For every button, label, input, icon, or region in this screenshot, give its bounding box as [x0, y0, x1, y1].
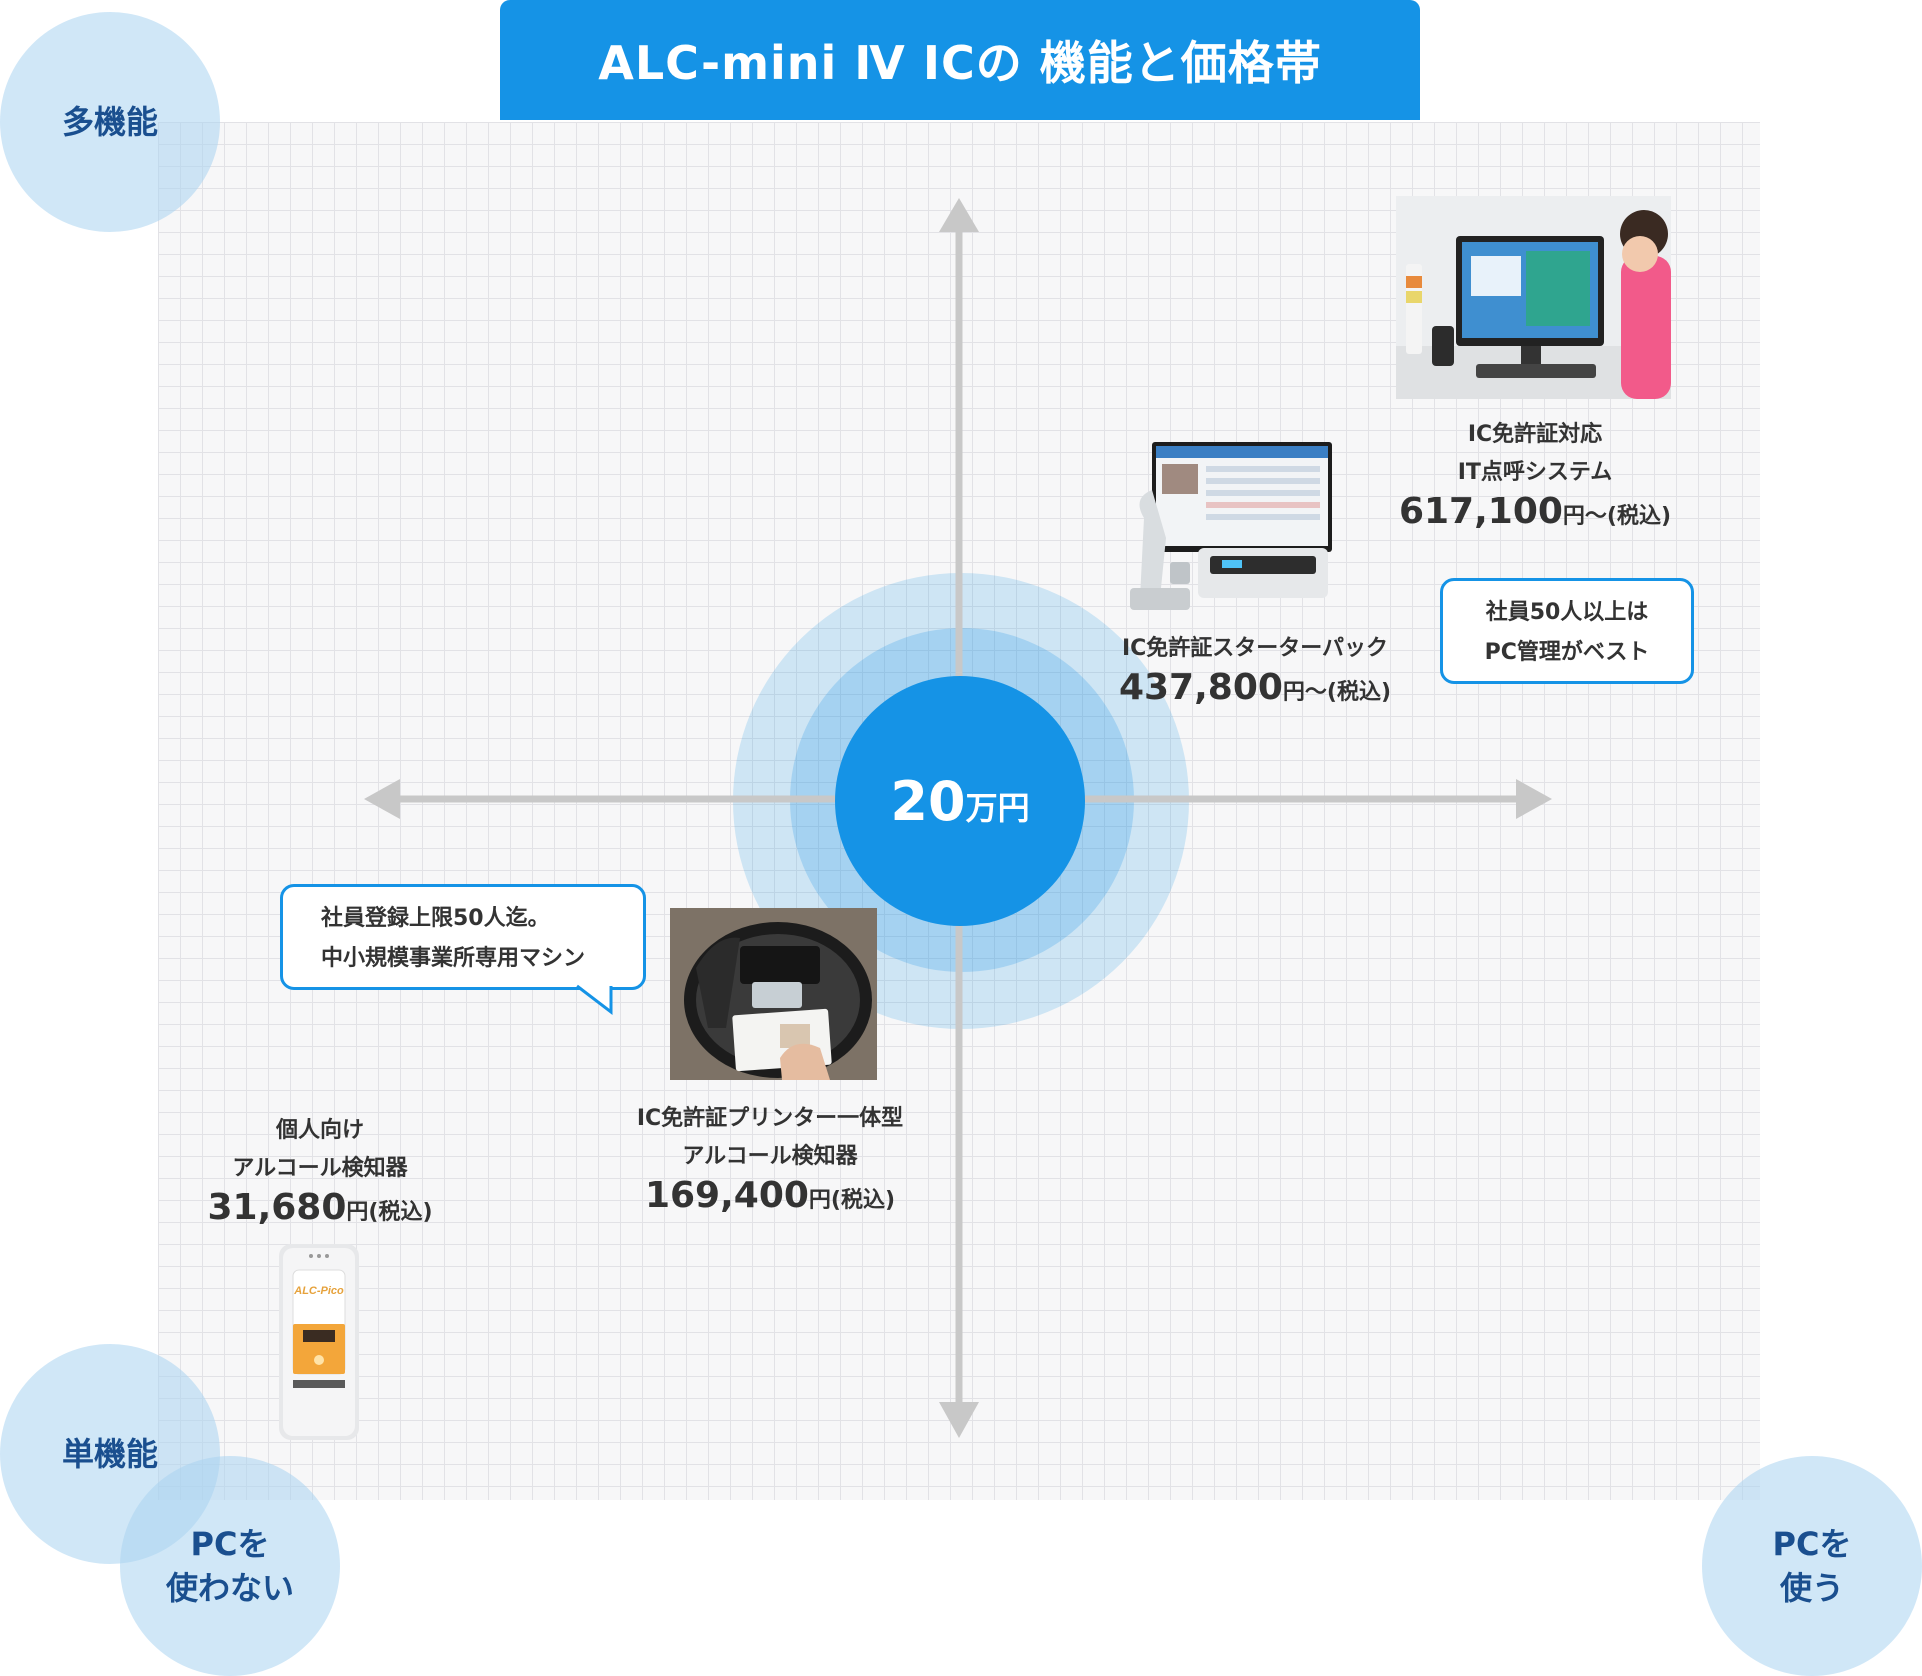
arrow-up-icon	[939, 198, 979, 232]
product-it-system: IC免許証対応 IT点呼システム 617,100円〜(税込)	[1370, 416, 1700, 537]
callout-small-office: 社員登録上限50人迄。 中小規模事業所専用マシン	[280, 884, 646, 990]
product-starter-pack: IC免許証スターターパック 437,800円〜(税込)	[1090, 630, 1420, 713]
device-brand-label: ALC-Pico	[293, 1285, 344, 1297]
arrow-right-icon	[1516, 779, 1552, 819]
product-subname: IT点呼システム	[1457, 460, 1613, 485]
callout-line: 社員50人以上は	[1485, 600, 1649, 625]
callout-line: 社員登録上限50人迄。	[321, 906, 550, 931]
printer-detector-photo	[670, 908, 877, 1080]
product-subname: アルコール検知器	[232, 1156, 408, 1181]
starter-pack-photo	[1126, 438, 1338, 618]
product-price: 169,400円(税込)	[644, 1175, 896, 1216]
product-name: IC免許証プリンター一体型	[636, 1106, 904, 1131]
it-system-photo	[1396, 196, 1671, 399]
product-price: 437,800円〜(税込)	[1118, 667, 1392, 708]
product-printer-detector: IC免許証プリンター一体型 アルコール検知器 169,400円(税込)	[610, 1100, 930, 1221]
product-subname: アルコール検知器	[682, 1144, 858, 1169]
callout-line: 中小規模事業所専用マシン	[321, 946, 586, 971]
product-name: 個人向け	[275, 1118, 364, 1143]
callout-line: PC管理がベスト	[1484, 640, 1650, 665]
monitor-person-icon	[1396, 196, 1671, 399]
handheld-detector-icon: ALC-Pico	[279, 1244, 359, 1440]
center-price-unit: 万円	[965, 789, 1030, 827]
laptop-reader-icon	[1130, 442, 1332, 610]
corner-no-pc: PCを 使わない	[120, 1456, 340, 1676]
printer-detector-icon	[670, 908, 877, 1080]
corner-use-pc: PCを 使う	[1702, 1456, 1922, 1676]
center-price-circle: 20 万円	[835, 676, 1085, 926]
callout-tail-icon	[576, 984, 613, 1016]
corner-multi-function: 多機能	[0, 12, 220, 232]
product-personal-detector: 個人向け アルコール検知器 31,680円(税込)	[180, 1112, 460, 1233]
page-title: ALC-mini Ⅳ ICの 機能と価格帯	[500, 0, 1420, 120]
arrow-left-icon	[364, 779, 400, 819]
callout-pc-management: 社員50人以上は PC管理がベスト	[1440, 578, 1694, 684]
product-price: 617,100円〜(税込)	[1398, 491, 1672, 532]
arrow-down-icon	[939, 1402, 979, 1438]
personal-detector-photo: ALC-Pico	[273, 1236, 365, 1444]
product-price: 31,680円(税込)	[207, 1187, 433, 1228]
center-price-value: 20	[890, 769, 966, 833]
product-name: IC免許証スターターパック	[1121, 636, 1389, 661]
product-name: IC免許証対応	[1467, 422, 1603, 447]
